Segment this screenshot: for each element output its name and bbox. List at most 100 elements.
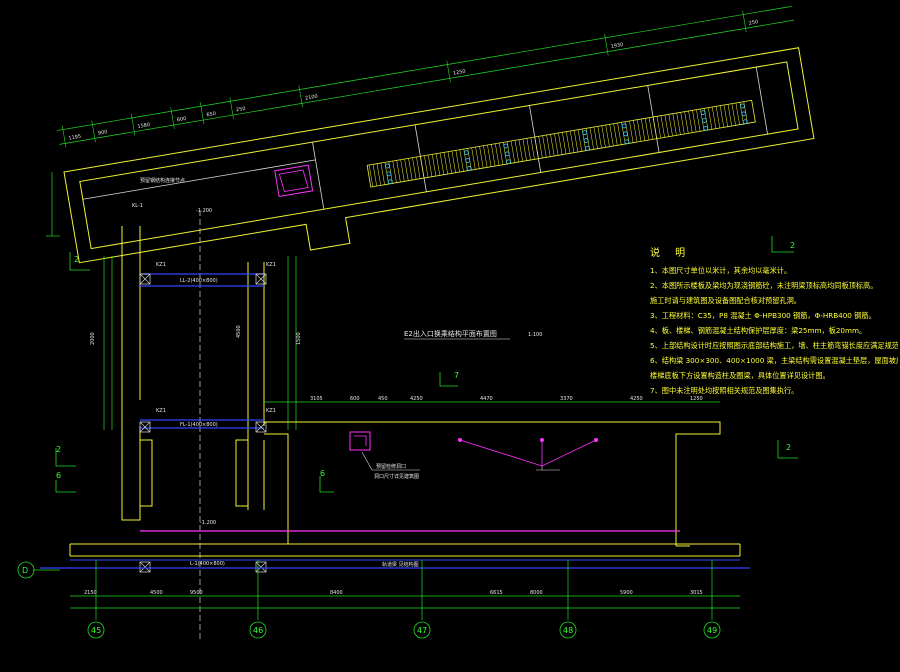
label-elev: -1.200 [200,520,216,526]
stair-step [530,137,535,160]
column-marker [740,103,745,109]
column-cross [255,273,267,285]
label-note-box-sub: 洞口尺寸详见建筑图 [374,473,419,480]
stair-step [408,158,413,181]
dim-tick [229,97,234,120]
stair-step [487,144,492,167]
column-cross [139,421,151,433]
dim-tick [298,85,303,108]
column-marker [701,118,707,123]
column-marker [385,163,390,169]
dim-top: 650 [206,111,216,119]
stair-step [629,120,634,143]
dim-top: 2100 [305,94,319,102]
dim-bottom: 9500 [190,590,203,596]
stair-step [376,163,381,186]
dim-mid: 4250 [410,396,423,402]
label-beam-top: LL-2(400×800) [180,278,218,284]
dim-mid: 600 [350,396,360,402]
stair-step [609,124,614,147]
column-marker [583,138,589,143]
column-cross [139,273,151,285]
section-right-top: 2 [790,241,795,250]
stair-step [404,158,409,181]
column [255,421,267,433]
stair-step [656,116,661,139]
stair-step [499,142,504,165]
stair-step [428,154,433,177]
dim-top: 250 [748,19,758,27]
stair-step [660,115,665,138]
stair-step [542,135,547,158]
note-line: 3、工程材料：C35，P8 混凝土 Φ-HPB300 钢筋，Φ-HRB400 钢… [650,311,876,320]
dim-mid: 450 [378,396,388,402]
escalator-stair [366,99,756,188]
axis-label: 49 [707,626,717,635]
note-line: 5、上部结构设计时应按照图示底部结构施工，墙、柱主筋弯锚长度应满足规范要求。 [650,341,898,350]
column [255,561,267,573]
section-mid: 7 [454,371,459,380]
stair-step [648,117,654,140]
stair-step [495,143,500,166]
dim-tick [130,113,136,136]
stair-step [447,151,452,174]
stair-step [573,130,579,153]
dim-mid: 3105 [310,396,323,402]
note-line: 施工时请与建筑图及设备图配合核对预留孔洞。 [650,296,801,305]
dim-tick [604,33,609,56]
stair-step [640,118,646,141]
dim-bottom: 4500 [150,590,163,596]
stair-step [696,109,701,132]
stair-step [471,147,476,170]
stair-step [526,138,531,161]
stair-step [731,103,736,126]
note-line: 6、结构梁 300×300、400×1000 梁，主梁结构需设置混凝土垫层，屋面… [650,356,898,365]
axis-bubble [703,621,721,639]
stair-step [550,134,555,157]
label-tl-small: KL-1 [132,203,143,209]
stair-step [617,122,622,145]
column-marker [504,151,510,157]
label-note-box: 预留检修洞口 [376,463,406,470]
note-line: 4、板、楼梯、钢筋混凝土结构保护层厚度：梁25mm，板20mm。 [650,326,867,335]
stair-step [676,112,681,135]
axis-bubble [559,621,577,639]
stair-step [538,136,543,159]
stair-step [727,104,732,127]
label-col-c: KZ1 [156,408,166,414]
stair-step [380,162,385,185]
stair-step [637,119,642,142]
dim-mid: 3370 [560,396,573,402]
stair-step [392,160,397,183]
dim-bottom: 2150 [84,590,97,596]
axis-bubble [413,621,431,639]
stair-step [439,152,445,175]
dim-top: 1930 [610,42,624,50]
section-marks: 2 2 6 2 2 7 6 [55,236,798,493]
dim-tick [199,102,205,125]
stair-step [711,106,717,129]
column [139,273,151,285]
stair-step [420,156,425,179]
dim-tick [446,60,451,83]
vertical-corridor: 2000 4500 1500 [90,210,302,640]
column [255,273,267,285]
axis-bubble [249,621,267,639]
stair-step [554,133,559,156]
column-marker [584,145,590,151]
stair-step [534,136,539,159]
section-left-mid: 2 [56,445,61,454]
dim-side-0: 2000 [90,332,96,345]
stair-step [546,134,551,157]
note-line: 2、本图所示楼板及梁均为现浇钢筋砼，未注明梁顶标高均同板顶标高。 [650,281,878,290]
stair-step [684,111,689,134]
stair-step [601,125,606,148]
dim-bottom: 5900 [620,590,633,596]
column [139,561,151,573]
notes-list: 1、本图尺寸单位以米计，其余均以毫米计。 2、本图所示楼板及梁均为现浇钢筋砼，未… [650,263,898,398]
stair-step [652,116,657,139]
column [139,421,151,433]
stair-step [491,144,496,167]
